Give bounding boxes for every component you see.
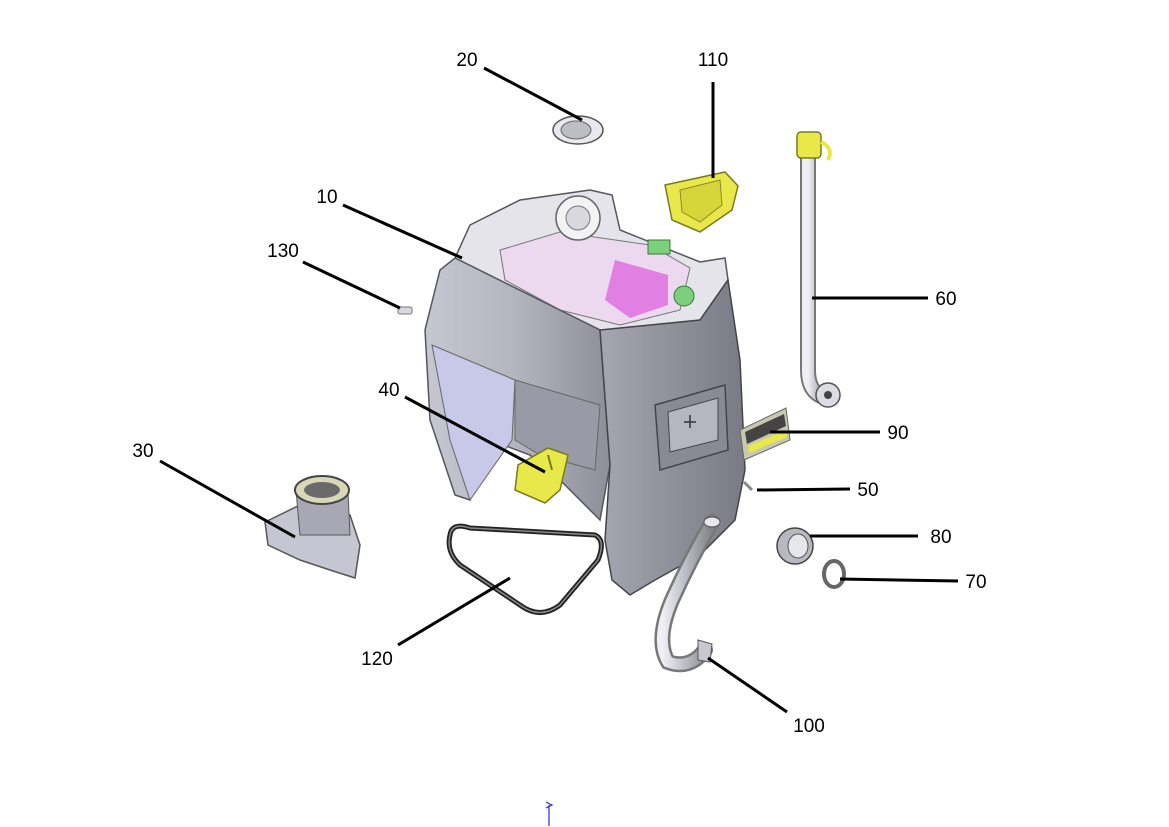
callout-90: 90 bbox=[887, 423, 908, 444]
gasket-part bbox=[446, 523, 604, 615]
callout-100: 100 bbox=[793, 716, 825, 737]
leader-10 bbox=[342, 203, 463, 260]
callout-labels: 20 110 10 130 60 40 90 30 50 80 70 120 1… bbox=[132, 50, 986, 737]
leader-lines bbox=[159, 66, 959, 714]
callout-10: 10 bbox=[316, 187, 337, 208]
drain-hose-part bbox=[654, 514, 721, 673]
leader-130 bbox=[302, 260, 401, 310]
callout-70: 70 bbox=[965, 572, 986, 593]
leader-120 bbox=[397, 576, 511, 647]
reference-mark bbox=[545, 801, 554, 826]
pin-part bbox=[397, 306, 413, 315]
callout-130: 130 bbox=[267, 241, 299, 262]
leader-40 bbox=[404, 395, 546, 474]
callout-80: 80 bbox=[930, 527, 951, 548]
callout-110: 110 bbox=[698, 50, 728, 71]
leader-70 bbox=[839, 577, 959, 583]
threaded-ring-part bbox=[776, 527, 814, 565]
suction-tube-part bbox=[796, 131, 841, 408]
basket-part bbox=[664, 171, 739, 233]
latch-clip-part bbox=[514, 447, 569, 504]
callout-40: 40 bbox=[378, 380, 399, 401]
callout-50: 50 bbox=[857, 480, 878, 501]
callout-120: 120 bbox=[361, 649, 393, 670]
hose-connector-part bbox=[264, 475, 361, 579]
leader-100 bbox=[707, 656, 788, 714]
housing-part bbox=[424, 189, 746, 596]
leader-20 bbox=[483, 66, 583, 122]
screw-part bbox=[742, 480, 754, 492]
leader-50 bbox=[756, 487, 851, 492]
label-plate-part bbox=[739, 407, 791, 461]
seal-ring-part bbox=[822, 559, 846, 589]
callout-30: 30 bbox=[132, 441, 153, 462]
callout-20: 20 bbox=[456, 50, 477, 71]
leader-30 bbox=[159, 459, 296, 539]
filter-cap-part bbox=[552, 115, 604, 145]
callout-60: 60 bbox=[935, 289, 956, 310]
